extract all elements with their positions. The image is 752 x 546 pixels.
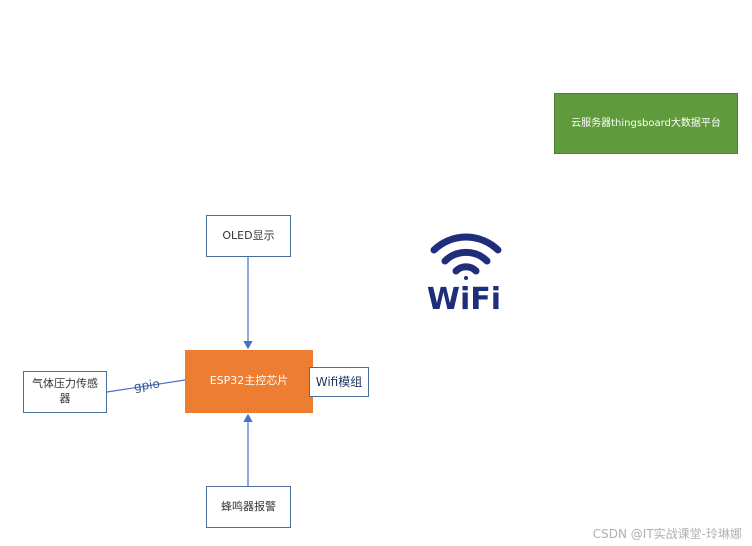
esp32-controller-node: ESP32主控芯片: [185, 350, 313, 413]
wifi-logo-text: WiFi: [426, 282, 502, 317]
cloud-platform-label: 云服务器thingsboard大数据平台: [571, 117, 721, 129]
oled-display-label: OLED显示: [222, 228, 275, 242]
cloud-platform-node: 云服务器thingsboard大数据平台: [554, 93, 738, 154]
wifi-module-label: Wifi模组: [315, 374, 363, 389]
wifi-module-node: Wifi模组: [309, 367, 369, 397]
gas-pressure-sensor-label: 气体压力传感器: [32, 377, 98, 405]
buzzer-alarm-node: 蜂鸣器报警: [206, 486, 291, 528]
oled-display-node: OLED显示: [206, 215, 291, 257]
esp32-controller-label: ESP32主控芯片: [209, 374, 289, 388]
gas-pressure-sensor-node: 气体压力传感器: [23, 371, 107, 413]
buzzer-alarm-label: 蜂鸣器报警: [221, 499, 276, 513]
wifi-icon: [430, 233, 502, 280]
watermark: CSDN @IT实战课堂-玲琳娜: [592, 527, 742, 541]
gas-sensor-to-esp32-line: [106, 379, 186, 393]
